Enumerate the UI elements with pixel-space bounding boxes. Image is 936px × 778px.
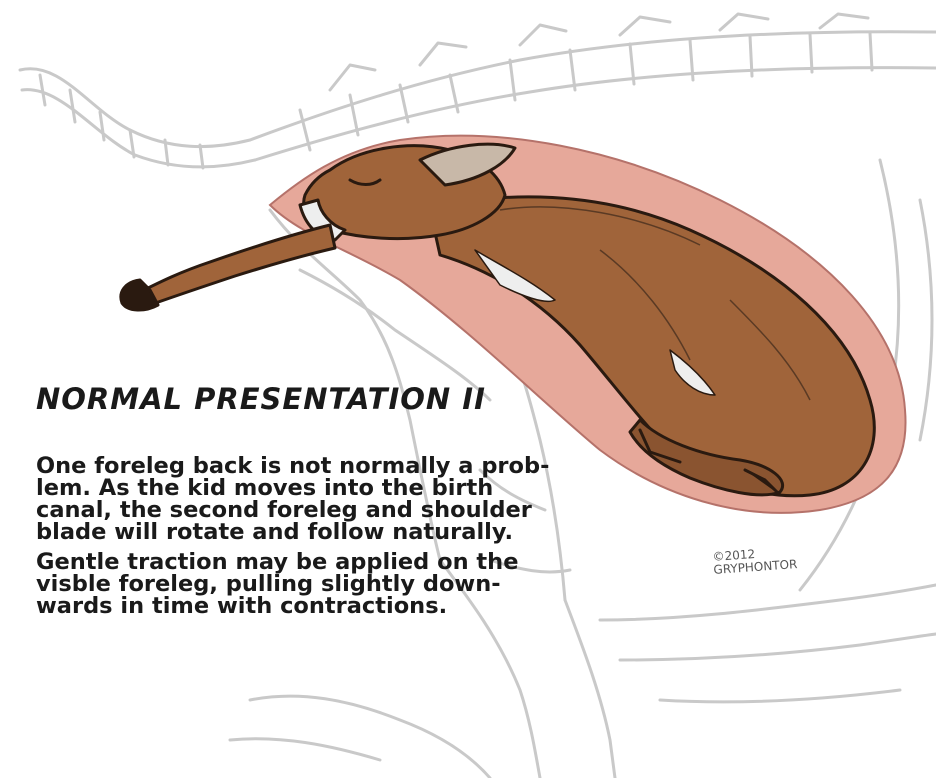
description-line: lem. As the kid moves into the birth: [36, 477, 536, 499]
description-line: wards in time with contractions.: [36, 595, 536, 617]
description-line: One foreleg back is not normally a prob-: [36, 455, 536, 477]
diagram-title: NORMAL PRESENTATION II: [36, 382, 486, 416]
description-line: Gentle traction may be applied on the: [36, 551, 536, 573]
description-text: One foreleg back is not normally a prob-…: [36, 455, 536, 617]
description-line: blade will rotate and follow naturally.: [36, 521, 536, 543]
description-paragraph-2: Gentle traction may be applied on the vi…: [36, 551, 536, 617]
description-line: canal, the second foreleg and shoulder: [36, 499, 536, 521]
description-line: visble foreleg, pulling slightly down-: [36, 573, 536, 595]
